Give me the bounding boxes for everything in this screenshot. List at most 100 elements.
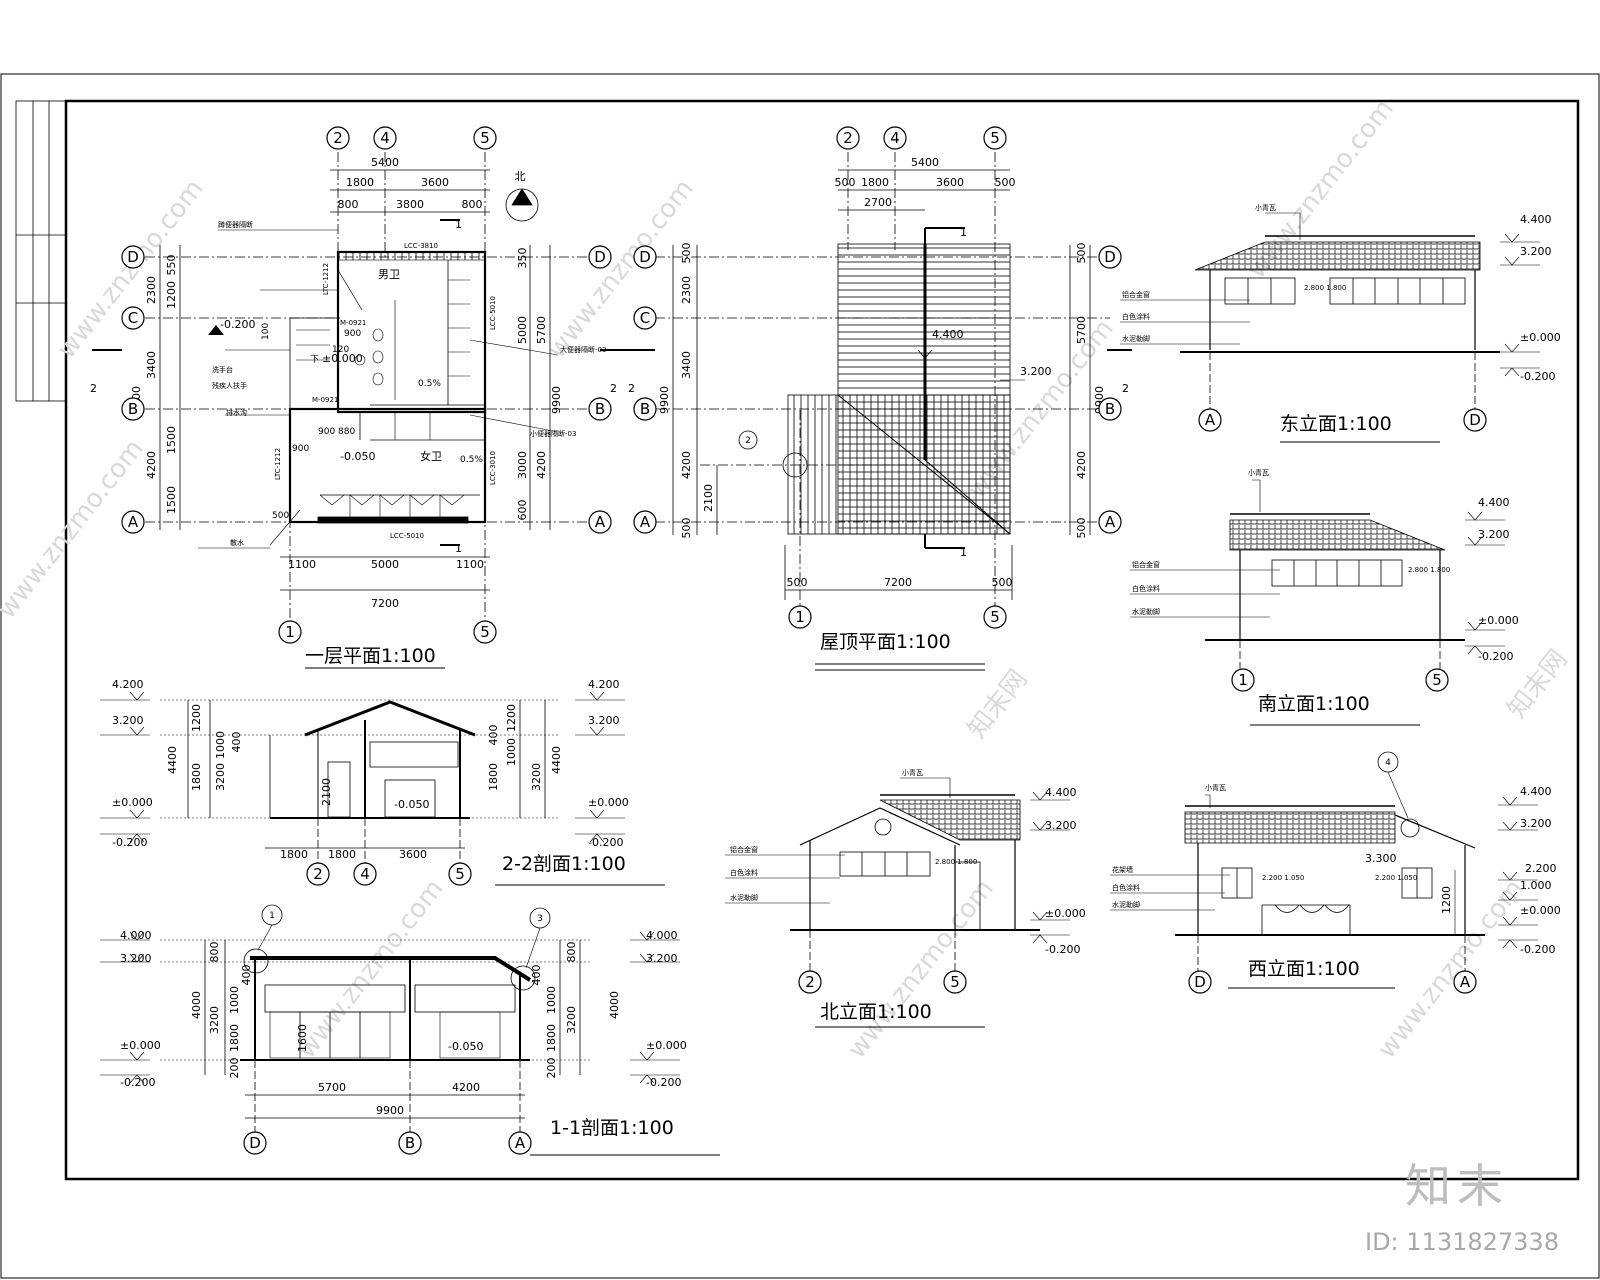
svg-text:白色涂料: 白色涂料 [1122, 312, 1150, 321]
svg-text:2: 2 [610, 382, 617, 395]
svg-text:800: 800 [338, 198, 359, 211]
svg-text:白色涂料: 白色涂料 [730, 868, 758, 877]
svg-text:-0.200: -0.200 [1478, 650, 1513, 663]
svg-text:0.5%: 0.5% [418, 379, 441, 389]
svg-text:4.200: 4.200 [112, 678, 144, 691]
svg-text:-0.050: -0.050 [340, 450, 375, 463]
svg-text:2.200 1.050: 2.200 1.050 [1375, 874, 1417, 882]
svg-text:500: 500 [995, 176, 1016, 189]
svg-text:-0.200: -0.200 [1520, 943, 1555, 956]
svg-text:5000: 5000 [516, 316, 529, 344]
svg-text:3000: 3000 [516, 451, 529, 479]
svg-text:1800: 1800 [487, 763, 500, 791]
svg-text:小青瓦: 小青瓦 [1248, 468, 1269, 477]
svg-text:±0.000: ±0.000 [1520, 904, 1561, 917]
svg-text:5: 5 [990, 129, 1000, 147]
svg-text:4200: 4200 [680, 451, 693, 479]
svg-text:水泥勒脚: 水泥勒脚 [1112, 900, 1140, 909]
svg-text:M-0921: M-0921 [340, 319, 366, 327]
svg-text:水泥勒脚: 水泥勒脚 [1122, 334, 1150, 343]
svg-text:100: 100 [261, 323, 271, 340]
svg-text:2: 2 [745, 436, 751, 446]
svg-text:1500: 1500 [165, 486, 178, 514]
svg-text:3600: 3600 [421, 176, 449, 189]
svg-text:4: 4 [380, 129, 390, 147]
svg-text:1100: 1100 [288, 558, 316, 571]
svg-text:1800: 1800 [861, 176, 889, 189]
svg-text:2: 2 [313, 865, 323, 883]
svg-text:900: 900 [292, 444, 309, 454]
svg-text:D: D [1469, 411, 1481, 429]
svg-text:-0.050: -0.050 [448, 1040, 483, 1053]
svg-text:3600: 3600 [399, 848, 427, 861]
svg-text:2: 2 [333, 129, 343, 147]
svg-text:800: 800 [565, 942, 578, 963]
svg-text:4200: 4200 [145, 451, 158, 479]
east-axis-bubbles: A D [1198, 408, 1487, 432]
sec22-axis-bubbles: 2 4 5 [306, 862, 472, 886]
svg-text:小青瓦: 小青瓦 [1205, 783, 1226, 792]
svg-text:3.200: 3.200 [588, 714, 620, 727]
svg-text:1: 1 [285, 623, 295, 641]
svg-text:400: 400 [530, 965, 543, 986]
svg-text:1800: 1800 [346, 176, 374, 189]
east-elevation [1120, 212, 1540, 443]
svg-text:-0.200: -0.200 [220, 318, 255, 331]
svg-text:男卫: 男卫 [378, 268, 400, 281]
svg-text:5400: 5400 [911, 156, 939, 169]
svg-text:D: D [594, 248, 606, 266]
svg-text:铝合金窗: 铝合金窗 [730, 845, 758, 854]
svg-text:1: 1 [960, 546, 967, 559]
svg-text:5700: 5700 [535, 316, 548, 344]
svg-text:3.200: 3.200 [1520, 245, 1552, 258]
svg-text:3.200: 3.200 [1045, 819, 1077, 832]
svg-text:LCC-3810: LCC-3810 [404, 242, 438, 250]
svg-text:2: 2 [628, 382, 635, 395]
svg-text:4000: 4000 [608, 991, 621, 1019]
svg-text:B: B [128, 400, 138, 418]
roof-axis-bubbles: 2 4 5 1 5 D C B A D B A [633, 126, 1122, 629]
svg-text:1000: 1000 [214, 731, 227, 759]
south-elevation-text: 4.400 3.200 ±0.000 -0.200 小青瓦 铝合金窗 白色涂料 … [1132, 468, 1519, 715]
svg-text:±0.000: ±0.000 [1520, 331, 1561, 344]
svg-text:3200: 3200 [565, 1006, 578, 1034]
svg-text:500: 500 [680, 518, 693, 539]
svg-text:±0.000: ±0.000 [120, 1039, 161, 1052]
svg-text:小青瓦: 小青瓦 [902, 768, 923, 777]
south-axis-bubbles: 1 5 [1231, 668, 1449, 692]
svg-text:B: B [1105, 400, 1115, 418]
svg-text:1800: 1800 [280, 848, 308, 861]
svg-text:1200: 1200 [190, 704, 203, 732]
svg-text:5: 5 [480, 129, 490, 147]
svg-text:400: 400 [230, 732, 243, 753]
svg-text:2: 2 [1122, 382, 1129, 395]
svg-text:4.000: 4.000 [646, 929, 678, 942]
svg-text:A: A [1460, 973, 1471, 991]
svg-text:3600: 3600 [936, 176, 964, 189]
north-title: 北立面1:100 [820, 1001, 932, 1023]
svg-text:±0.000: ±0.000 [322, 352, 363, 365]
svg-text:3.200: 3.200 [1478, 528, 1510, 541]
svg-text:1: 1 [455, 218, 462, 231]
svg-text:小青瓦: 小青瓦 [1255, 203, 1276, 212]
svg-text:M-0921: M-0921 [312, 396, 338, 404]
svg-text:1800: 1800 [545, 1024, 558, 1052]
svg-text:2700: 2700 [864, 196, 892, 209]
svg-text:D: D [1104, 248, 1116, 266]
svg-text:A: A [515, 1134, 526, 1152]
svg-text:www.znzmo.com: www.znzmo.com [52, 174, 210, 364]
svg-text:白色涂料: 白色涂料 [1112, 883, 1140, 892]
svg-text:A: A [640, 513, 651, 531]
svg-text:1200: 1200 [1440, 886, 1453, 914]
svg-text:3200: 3200 [208, 1006, 221, 1034]
svg-text:3.200: 3.200 [120, 952, 152, 965]
svg-text:7200: 7200 [884, 576, 912, 589]
svg-text:-0.050: -0.050 [394, 798, 429, 811]
svg-text:500: 500 [992, 576, 1013, 589]
svg-text:4: 4 [1385, 758, 1391, 768]
svg-text:7200: 7200 [371, 597, 399, 610]
svg-text:1100: 1100 [456, 558, 484, 571]
svg-text:4400: 4400 [166, 746, 179, 774]
svg-text:5: 5 [1432, 671, 1442, 689]
